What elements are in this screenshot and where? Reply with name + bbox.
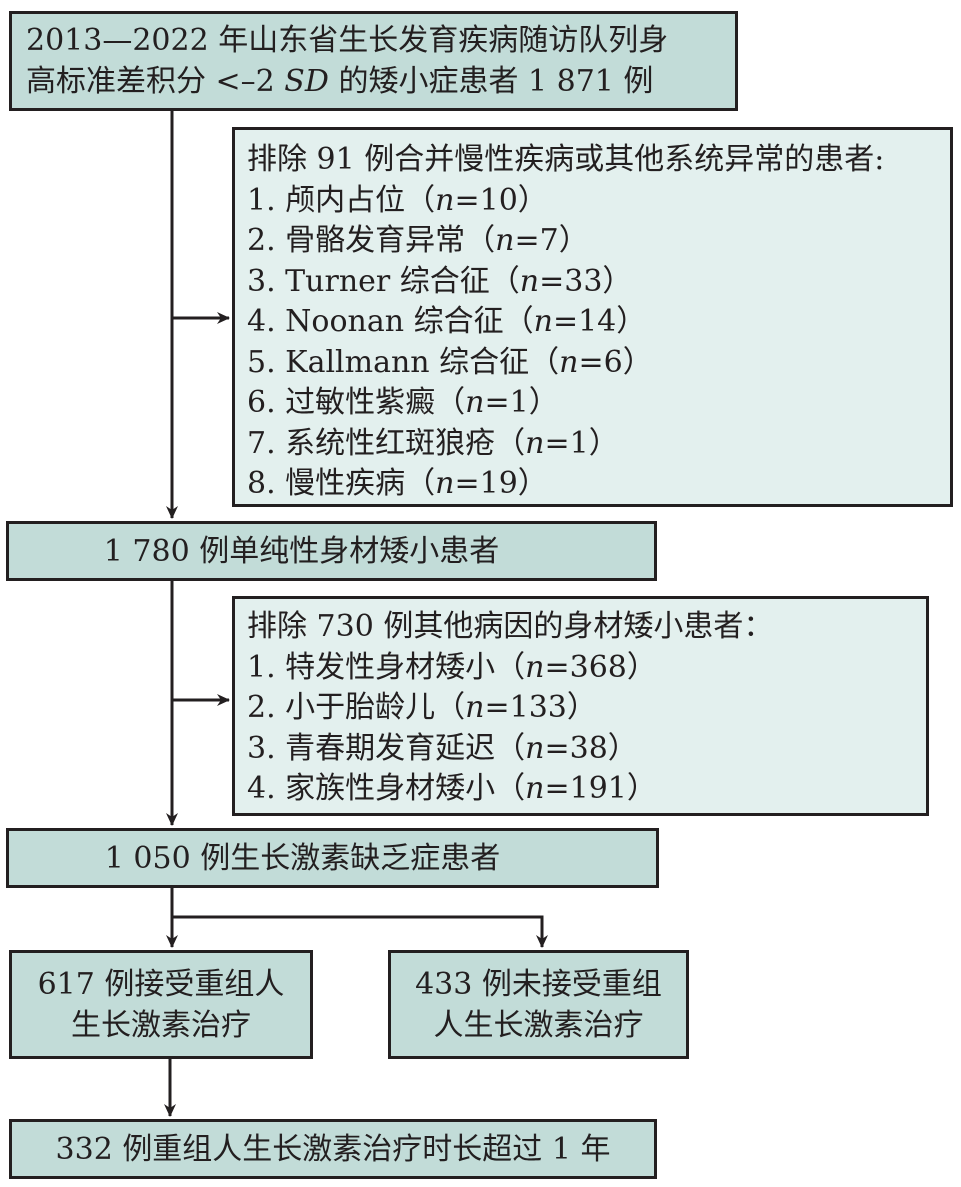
exclusion1-item: 8. 慢性疾病（n=19） <box>247 464 950 505</box>
exclusion2-item-label: 2. 小于胎龄儿（ <box>247 690 466 725</box>
exclusion1-item-count: =14） <box>552 304 647 339</box>
exclusion1-item-label: 5. Kallmann 综合征（ <box>247 344 560 380</box>
n-symbol: n <box>525 730 545 766</box>
exclusion1-item-label: 1. 颅内占位（ <box>247 182 436 218</box>
n-symbol: n <box>533 304 553 339</box>
n-symbol: n <box>465 385 485 420</box>
exclusion1-item-count: =33） <box>539 263 633 299</box>
exclusion-box-other-causes: 排除 730 例其他病因的身材矮小患者： 1. 特发性身材矮小（n=368）2.… <box>232 596 929 816</box>
exclusion1-item-count: =1） <box>544 425 619 461</box>
exclusion1-heading: 排除 91 例合并慢性疾病或其他系统异常的患者: <box>247 142 885 177</box>
n-symbol: n <box>519 263 540 299</box>
n-symbol: n <box>495 223 515 258</box>
initial-line-1: 2013—2022 年山东省生长发育疾病随访队列身 <box>26 23 669 58</box>
exclusion2-item-count: =368） <box>544 649 657 685</box>
exclusion2-item: 3. 青春期发育延迟（n=38） <box>247 729 926 770</box>
exclusion1-item-count: =7） <box>514 223 589 258</box>
n-symbol: n <box>435 182 455 218</box>
exclusion2-heading: 排除 730 例其他病因的身材矮小患者： <box>247 609 774 644</box>
exclusion1-item-label: 2. 骨骼发育异常（ <box>247 223 496 258</box>
arrow-1050-to-433 <box>172 915 548 948</box>
over-one-year-text: 332 例重组人生长激素治疗时长超过 1 年 <box>55 1131 611 1167</box>
untreated-line-2: 人生长激素治疗 <box>433 1007 644 1043</box>
simple-short-stature-text: 1 780 例单纯性身材矮小患者 <box>103 533 500 569</box>
exclusion1-item-label: 7. 系统性红斑狼疮（ <box>247 425 526 461</box>
exclusion1-item-count: =19） <box>454 466 548 501</box>
exclusion2-list: 1. 特发性身材矮小（n=368）2. 小于胎龄儿（n=133）3. 青春期发育… <box>247 648 926 810</box>
n-symbol: n <box>525 649 545 685</box>
over-one-year-box: 332 例重组人生长激素治疗时长超过 1 年 <box>9 1119 657 1179</box>
exclusion1-item-count: =10） <box>454 182 548 218</box>
initial-line-2: 高标准差积分 <–2 SD 的矮小症患者 1 871 例 <box>26 64 654 99</box>
exclusion-box-chronic: 排除 91 例合并慢性疾病或其他系统异常的患者: 1. 颅内占位（n=10）2.… <box>232 127 953 507</box>
simple-short-stature-box: 1 780 例单纯性身材矮小患者 <box>6 521 657 581</box>
exclusion2-item-label: 1. 特发性身材矮小（ <box>247 649 526 685</box>
exclusion1-item-label: 6. 过敏性紫癜（ <box>247 385 466 420</box>
exclusion1-item-label: 3. Turner 综合征（ <box>247 263 520 299</box>
n-symbol: n <box>525 771 545 806</box>
exclusion1-item-label: 4. Noonan 综合征（ <box>247 304 534 339</box>
n-symbol: n <box>465 690 485 725</box>
treated-line-2: 生长激素治疗 <box>71 1007 251 1043</box>
exclusion2-item: 4. 家族性身材矮小（n=191） <box>247 769 926 810</box>
exclusion2-item-count: =191） <box>544 771 657 806</box>
exclusion2-item-count: =38） <box>544 730 638 766</box>
treated-box: 617 例接受重组人 生长激素治疗 <box>9 950 313 1059</box>
treated-line-1: 617 例接受重组人 <box>37 966 285 1002</box>
sd-symbol: SD <box>284 64 329 99</box>
n-symbol: n <box>559 344 579 380</box>
exclusion1-item-count: =6） <box>578 344 653 380</box>
exclusion2-item-count: =133） <box>484 690 597 725</box>
n-symbol: n <box>525 425 545 461</box>
exclusion2-item-label: 4. 家族性身材矮小（ <box>247 771 526 806</box>
exclusion1-item: 1. 颅内占位（n=10） <box>247 181 950 222</box>
exclusion2-item-label: 3. 青春期发育延迟（ <box>247 730 526 766</box>
exclusion1-item: 7. 系统性红斑狼疮（n=1） <box>247 424 950 465</box>
n-symbol: n <box>435 466 455 501</box>
ghd-box: 1 050 例生长激素缺乏症患者 <box>6 828 659 888</box>
exclusion1-list: 1. 颅内占位（n=10）2. 骨骼发育异常（n=7）3. Turner 综合征… <box>247 181 950 505</box>
exclusion1-item: 4. Noonan 综合征（n=14） <box>247 302 950 343</box>
ghd-text: 1 050 例生长激素缺乏症患者 <box>104 840 501 876</box>
exclusion1-item: 2. 骨骼发育异常（n=7） <box>247 221 950 262</box>
exclusion1-item: 6. 过敏性紫癜（n=1） <box>247 383 950 424</box>
exclusion1-item: 3. Turner 综合征（n=33） <box>247 262 950 303</box>
exclusion1-item-count: =1） <box>484 385 559 420</box>
exclusion1-item: 5. Kallmann 综合征（n=6） <box>247 343 950 384</box>
exclusion2-item: 1. 特发性身材矮小（n=368） <box>247 648 926 689</box>
exclusion2-item: 2. 小于胎龄儿（n=133） <box>247 688 926 729</box>
exclusion1-item-label: 8. 慢性疾病（ <box>247 466 436 501</box>
initial-cohort-box: 2013—2022 年山东省生长发育疾病随访队列身 高标准差积分 <–2 SD … <box>9 11 738 111</box>
untreated-line-1: 433 例未接受重组 <box>415 966 662 1002</box>
untreated-box: 433 例未接受重组 人生长激素治疗 <box>388 950 689 1059</box>
